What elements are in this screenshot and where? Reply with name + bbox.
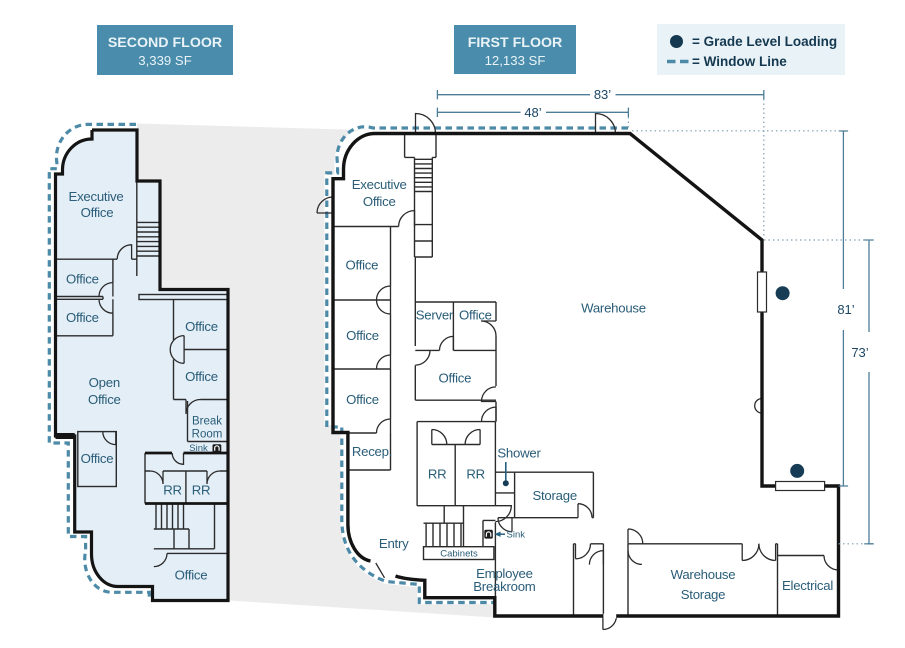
svg-text:Office: Office (363, 194, 396, 209)
svg-text:Breakroom: Breakroom (473, 579, 536, 594)
svg-text:Shower: Shower (497, 446, 541, 461)
svg-text:Office: Office (346, 328, 379, 343)
svg-text:83’: 83’ (594, 87, 611, 102)
svg-text:Warehouse: Warehouse (671, 567, 736, 582)
svg-text:Office: Office (346, 392, 379, 407)
svg-text:Break: Break (192, 416, 222, 428)
svg-text:81’: 81’ (837, 302, 854, 317)
svg-text:Office: Office (175, 568, 208, 583)
svg-text:Room: Room (192, 429, 223, 441)
svg-text:Office: Office (185, 319, 218, 334)
svg-text:SECOND FLOOR: SECOND FLOOR (108, 35, 222, 51)
svg-text:Sink: Sink (189, 443, 208, 454)
svg-text:RR: RR (163, 483, 182, 498)
svg-text:12,133 SF: 12,133 SF (485, 53, 546, 68)
svg-text:Open: Open (89, 375, 120, 390)
svg-text:73’: 73’ (851, 345, 868, 360)
svg-text:Office: Office (185, 369, 218, 384)
svg-text:Office: Office (66, 272, 99, 287)
svg-text:Entry: Entry (379, 536, 409, 551)
svg-text:Office: Office (346, 258, 379, 273)
svg-text:Warehouse: Warehouse (581, 301, 646, 316)
svg-text:FIRST FLOOR: FIRST FLOOR (468, 35, 563, 51)
svg-text:RR: RR (466, 467, 485, 482)
svg-text:48’: 48’ (524, 105, 541, 120)
svg-text:Electrical: Electrical (782, 578, 833, 593)
svg-text:3,339 SF: 3,339 SF (138, 53, 192, 68)
svg-text:Recep.: Recep. (352, 444, 392, 459)
svg-text:= Window Line: = Window Line (692, 54, 787, 69)
svg-text:Storage: Storage (532, 488, 576, 503)
svg-text:Executive: Executive (69, 189, 124, 204)
svg-text:Office: Office (81, 205, 114, 220)
svg-text:Office: Office (439, 371, 472, 386)
svg-text:RR: RR (428, 467, 447, 482)
svg-text:Office: Office (81, 451, 114, 466)
svg-text:RR: RR (192, 483, 211, 498)
svg-text:Executive: Executive (352, 177, 407, 192)
svg-text:Storage: Storage (681, 587, 725, 602)
svg-text:Office: Office (66, 310, 99, 325)
svg-text:Cabinets: Cabinets (440, 549, 478, 560)
svg-text:Office: Office (459, 308, 492, 323)
svg-text:Sink: Sink (507, 530, 526, 541)
svg-text:Office: Office (88, 392, 121, 407)
svg-text:Employee: Employee (476, 566, 533, 581)
svg-text:= Grade Level Loading: = Grade Level Loading (692, 34, 837, 49)
svg-text:Server: Server (416, 308, 454, 323)
